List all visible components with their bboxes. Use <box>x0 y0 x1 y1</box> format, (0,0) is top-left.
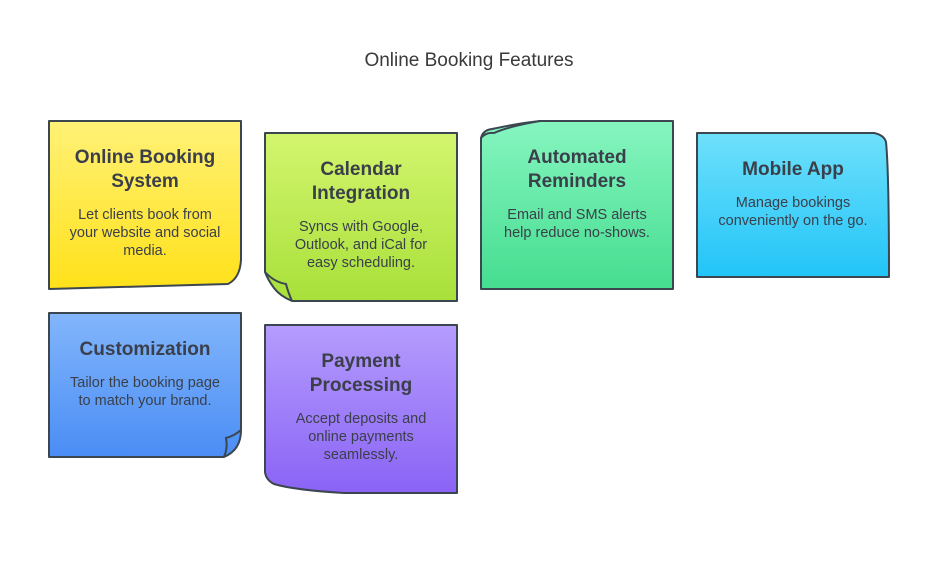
note-5-shape <box>48 312 242 458</box>
note-title: Payment Processing <box>309 351 413 396</box>
note-5-content: Customization Tailor the booking page to… <box>48 338 242 410</box>
note-4-content: Mobile App Manage bookings conveniently … <box>696 158 890 230</box>
note-6-content: Payment Processing Accept deposits and o… <box>264 350 458 464</box>
note-customization: Customization Tailor the booking page to… <box>48 312 242 458</box>
note-3-shape <box>480 120 674 290</box>
note-1-shape <box>48 120 242 290</box>
note-description: Let clients book from your website and s… <box>69 207 221 259</box>
note-2-content: Calendar Integration Syncs with Google, … <box>264 158 458 272</box>
note-automated-reminders: Automated Reminders Email and SMS alerts… <box>480 120 674 290</box>
note-title: Online Booking System <box>74 147 216 192</box>
note-3-content: Automated Reminders Email and SMS alerts… <box>480 146 674 242</box>
note-description: Accept deposits and online payments seam… <box>295 411 427 463</box>
note-description: Manage bookings conveniently on the go. <box>718 195 868 229</box>
note-title: Calendar Integration <box>311 159 411 204</box>
note-title: Automated Reminders <box>527 147 627 192</box>
note-online-booking-system: Online Booking System Let clients book f… <box>48 120 242 290</box>
note-4-shape <box>696 132 890 278</box>
note-6-shape <box>264 324 458 494</box>
note-mobile-app: Mobile App Manage bookings conveniently … <box>696 132 890 278</box>
note-description: Syncs with Google, Outlook, and iCal for… <box>294 219 428 271</box>
note-calendar-integration: Calendar Integration Syncs with Google, … <box>264 132 458 302</box>
note-description: Email and SMS alerts help reduce no-show… <box>504 207 650 241</box>
note-description: Tailor the booking page to match your br… <box>70 375 220 409</box>
note-1-content: Online Booking System Let clients book f… <box>48 146 242 260</box>
note-title: Customization <box>79 339 211 360</box>
note-payment-processing: Payment Processing Accept deposits and o… <box>264 324 458 494</box>
note-title: Mobile App <box>742 159 844 180</box>
note-2-shape <box>264 132 458 302</box>
page-title: Online Booking Features <box>364 50 574 71</box>
